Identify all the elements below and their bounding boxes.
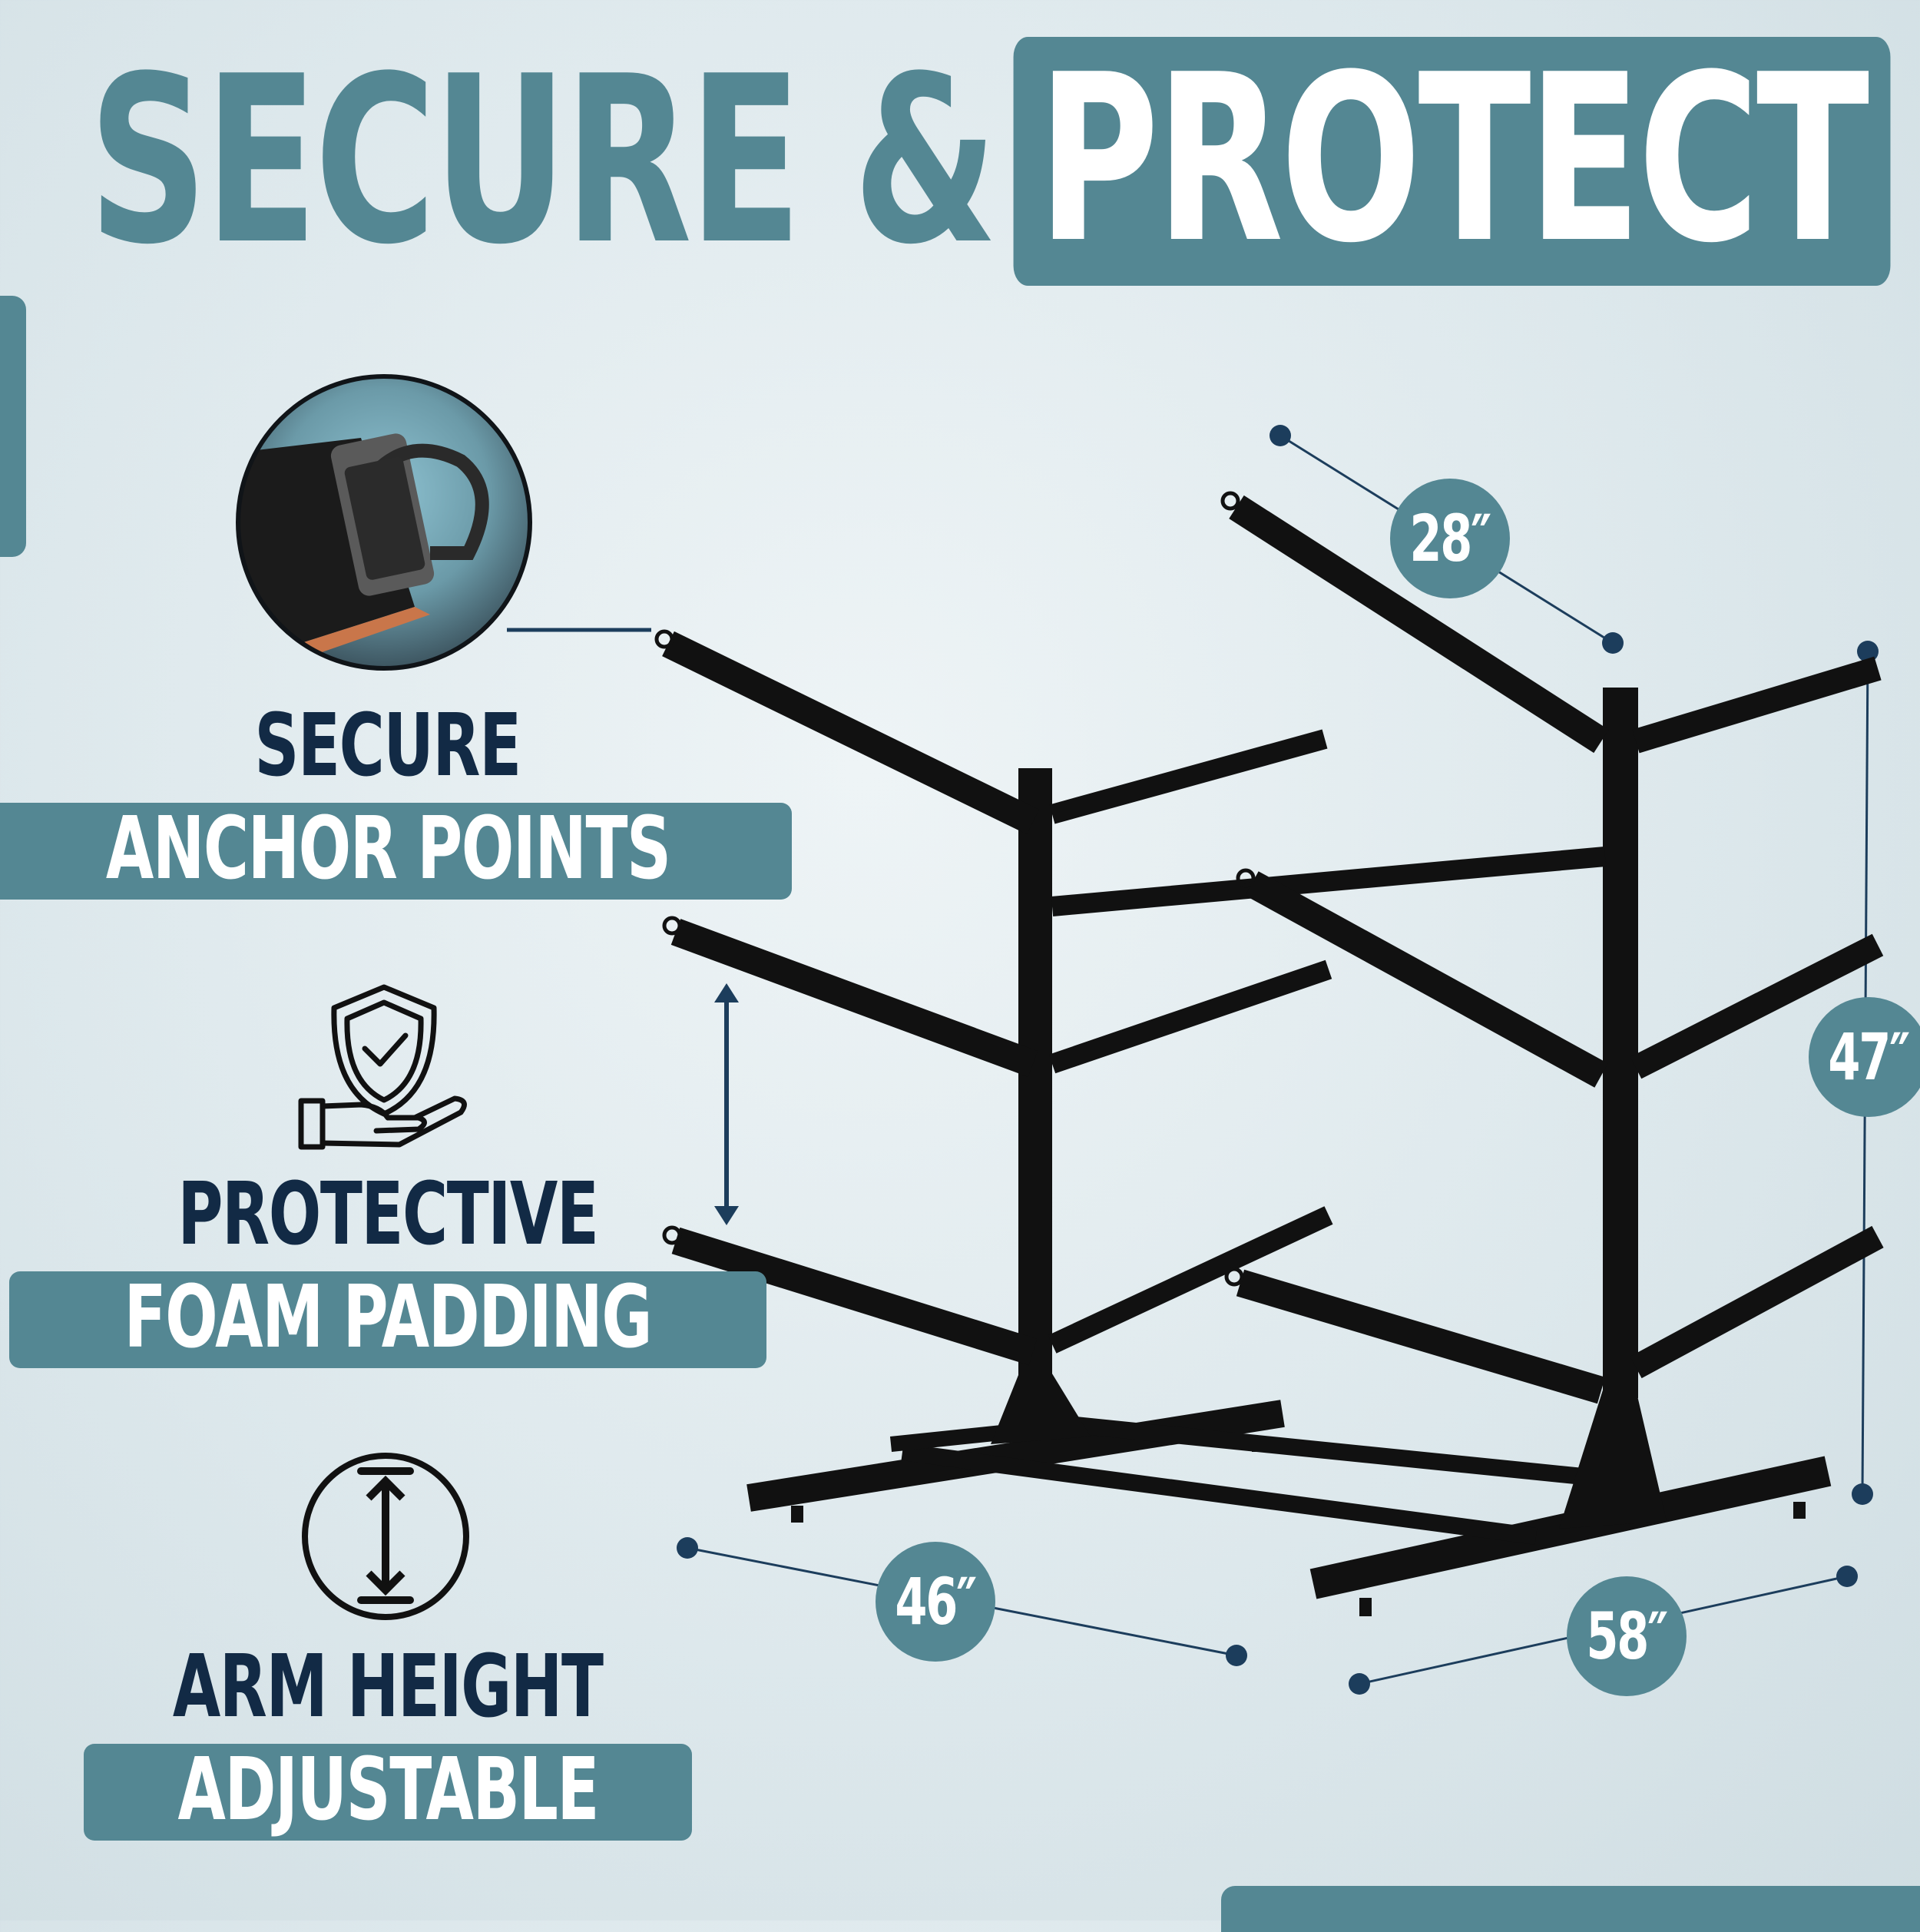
headline-part1: SECURE & <box>88 27 998 295</box>
feature-title: ARM HEIGHT <box>173 1637 604 1737</box>
dimension-badge-height: 47″ <box>1809 997 1920 1117</box>
feature-foam-padding: PROTECTIVE FOAM PADDING <box>9 1165 766 1368</box>
vertical-arrows-circle-icon <box>302 1453 469 1620</box>
feature-subtitle: ANCHOR POINTS <box>0 803 793 900</box>
kayak-rack-frame <box>654 491 1884 1616</box>
arm-spacing-arrow <box>714 983 739 1225</box>
feature-subtitle: ADJUSTABLE <box>83 1744 693 1841</box>
dimension-badge-width-right: 58″ <box>1567 1576 1687 1696</box>
headline-part2: PROTECT <box>1013 37 1891 286</box>
feature-adjustable-height: ARM HEIGHT ADJUSTABLE <box>69 1644 707 1841</box>
anchor-closeup-image <box>236 374 532 671</box>
feature-title: SECURE <box>254 696 522 796</box>
headline: SECURE & PROTECT <box>88 31 1891 292</box>
dimension-badge-depth: 28″ <box>1390 479 1510 598</box>
feature-anchor-points: SECURE ANCHOR POINTS <box>0 696 793 900</box>
side-accent-tab <box>0 296 26 557</box>
dimension-badge-width-left: 46″ <box>876 1542 995 1662</box>
feature-title: PROTECTIVE <box>177 1165 599 1264</box>
shield-hand-icon <box>298 984 467 1150</box>
feature-subtitle: FOAM PADDING <box>9 1271 766 1368</box>
